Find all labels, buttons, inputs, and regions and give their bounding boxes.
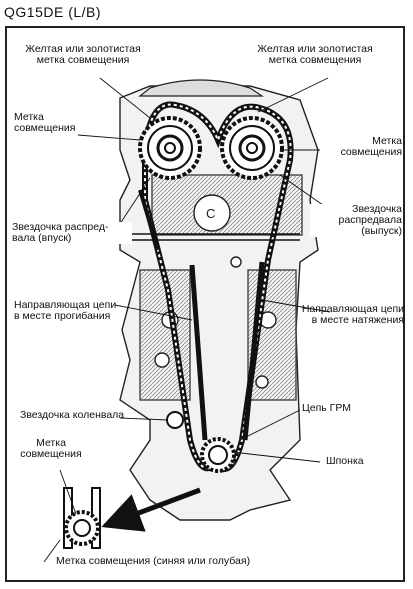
label-crank-sprocket: Звездочка коленвала [20, 409, 125, 421]
inset-arrow [101, 487, 201, 532]
label-right-mark: Метка совмещения [340, 135, 402, 158]
label-left-mark: Метка совмещения [14, 111, 76, 134]
label-key: Шпонка [326, 455, 364, 467]
label-timing-chain: Цепь ГРМ [302, 402, 351, 414]
intake-sprocket [138, 116, 202, 180]
svg-text:C: C [206, 206, 215, 221]
exhaust-sprocket [220, 116, 284, 180]
label-bottom-caption: Метка совмещения (синяя или голубая) [56, 555, 251, 567]
crank-sprocket [200, 437, 236, 473]
label-bottom-mark: Метка совмещения [20, 437, 82, 460]
crank-mark-inset [63, 487, 101, 549]
label-slack-guide: Направляющая цепи в месте прогибания [14, 299, 117, 322]
label-top-left-mark: Желтая или золотистая метка совмещения [25, 43, 141, 66]
diagram-frame [5, 26, 405, 582]
label-intake-sprocket: Звездочка распред- вала (впуск) [12, 222, 132, 244]
engine-model-title: QG15DE (L/B) [4, 4, 102, 20]
label-exhaust-sprocket: Звездочка распредвала (выпуск) [310, 204, 402, 237]
slack-side-guide [189, 264, 208, 441]
tension-side-guide [242, 261, 265, 441]
label-tension-guide: Направляющая цепи в месте натяжения [301, 303, 404, 326]
label-top-right-mark: Желтая или золотистая метка совмещения [257, 43, 373, 66]
